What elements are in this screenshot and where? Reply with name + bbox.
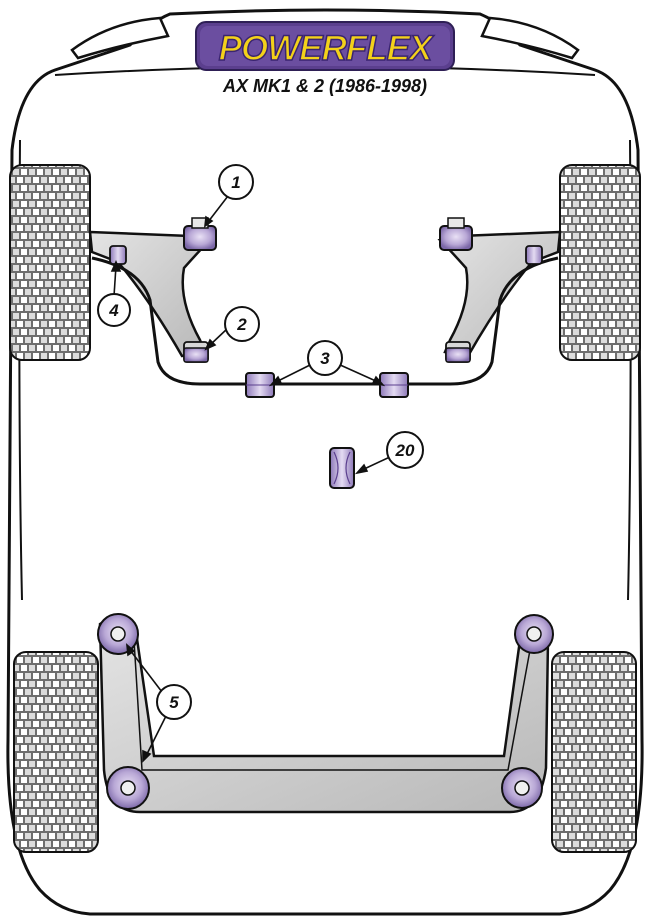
- bush-5-front-left: [97, 613, 139, 655]
- bush-5-front-right: [514, 614, 554, 654]
- bush-1-left: [183, 217, 217, 251]
- bush-4-left: [109, 245, 127, 265]
- callout-3: 3: [307, 340, 343, 376]
- svg-text:2: 2: [236, 315, 247, 334]
- svg-text:20: 20: [395, 441, 415, 460]
- svg-text:4: 4: [108, 301, 119, 320]
- svg-text:3: 3: [320, 349, 330, 368]
- right-wing-outline: [480, 16, 580, 60]
- bush-4-right: [525, 245, 543, 265]
- bush-20: [329, 447, 355, 489]
- left-wing-outline: [70, 16, 170, 60]
- svg-text:1: 1: [231, 173, 240, 192]
- leader-lines: [110, 195, 393, 763]
- front-left-tyre: [9, 164, 91, 361]
- rear-right-tyre: [551, 651, 637, 853]
- front-right-tyre: [559, 164, 641, 361]
- bush-2-left: [183, 341, 209, 363]
- vehicle-subtitle: AX MK1 & 2 (1986-1998): [222, 76, 427, 96]
- callout-5: 5: [156, 684, 192, 720]
- callout-2: 2: [224, 306, 260, 342]
- callout-4: 4: [97, 293, 131, 327]
- bush-5-rear-left: [106, 766, 150, 810]
- svg-text:5: 5: [169, 693, 179, 712]
- svg-text:POWERFLEX: POWERFLEX: [219, 29, 435, 68]
- anti-roll-bar: [91, 256, 559, 386]
- rear-beam-inner-edge: [133, 639, 531, 771]
- rear-left-tyre: [13, 651, 99, 853]
- powerflex-logo: POWERFLEX: [195, 21, 455, 71]
- callout-1: 1: [218, 164, 254, 200]
- bush-5-rear-right: [501, 767, 543, 809]
- bush-3-right: [379, 372, 409, 398]
- callout-20: 20: [386, 431, 424, 469]
- bush-1-right: [439, 217, 473, 251]
- bush-2-right: [445, 341, 471, 363]
- bush-3-left: [245, 372, 275, 398]
